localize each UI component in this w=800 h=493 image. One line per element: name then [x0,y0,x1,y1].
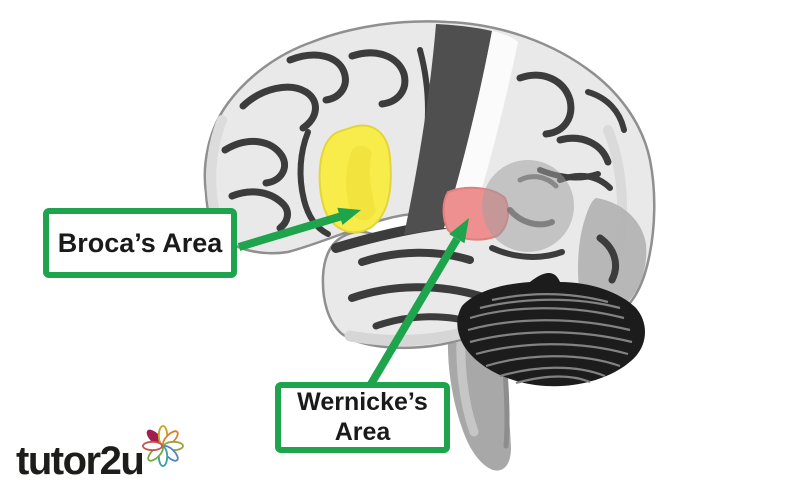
tutor2u-logo-text: tutor2u [16,439,145,484]
occipital-region [578,198,647,316]
flower-icon [142,425,184,467]
wernicke-label-line2: Area [334,417,391,446]
broca-label-box: Broca’s Area [43,208,237,278]
cerebellum [457,273,645,387]
wernicke-arrow [367,218,469,387]
postcentral-light-band [444,31,518,230]
logo-text-part2: 2u [99,439,145,483]
wernicke-label-line1: Wernicke’s [297,388,428,416]
broca-label: Broca’s Area [57,227,223,258]
central-dark-band [404,24,492,235]
auditory-cortex-circle [482,160,574,252]
broca-arrow [237,207,361,251]
broca-region-highlight [318,124,392,234]
wernicke-label-box: Wernicke’s Area [275,382,450,453]
tutor2u-logo: tutor2u [16,425,206,485]
logo-text-part1: tutor [16,439,101,483]
